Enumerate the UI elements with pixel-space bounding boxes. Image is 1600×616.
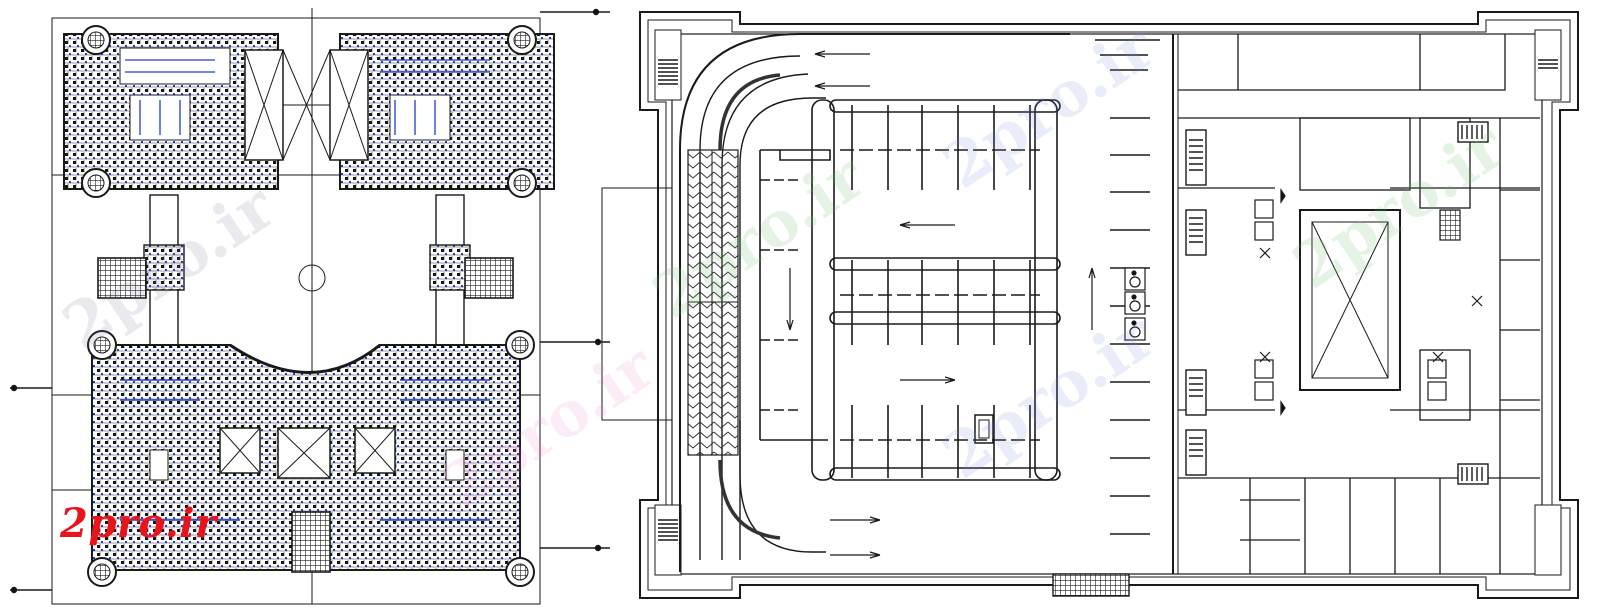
hatched-stair: [97, 257, 147, 299]
office-main-block: [87, 330, 535, 587]
entrance-bay: [601, 187, 673, 421]
axis-markers: [10, 8, 610, 594]
parking-bays: [759, 39, 1160, 535]
corner-stairs: [654, 29, 1562, 576]
accessible-symbols: [1124, 267, 1146, 341]
elevator-shaft: [974, 414, 994, 444]
parking-floor-plan: [601, 11, 1579, 599]
site-logo-text: 2pro.ir: [60, 500, 217, 547]
hatched-stair: [464, 257, 514, 299]
ramp-landing: [1052, 573, 1130, 597]
center-circle: [298, 264, 326, 292]
outer-wall: [639, 11, 1579, 599]
site-boundary: [51, 17, 541, 605]
hatched-stair: [291, 511, 331, 573]
connector-corridor-right: [429, 194, 514, 346]
central-atrium: [1299, 209, 1401, 391]
connector-corridor-left: [97, 194, 185, 346]
curved-ramp: [679, 33, 1070, 572]
office-wing-top-right: [329, 25, 555, 198]
core-stairs: [1185, 121, 1489, 485]
office-wing-top-left: [63, 25, 284, 198]
direction-arrows: [786, 50, 1096, 559]
office-floor-plan: [10, 8, 610, 605]
elevator-lobbies: [1254, 188, 1483, 416]
